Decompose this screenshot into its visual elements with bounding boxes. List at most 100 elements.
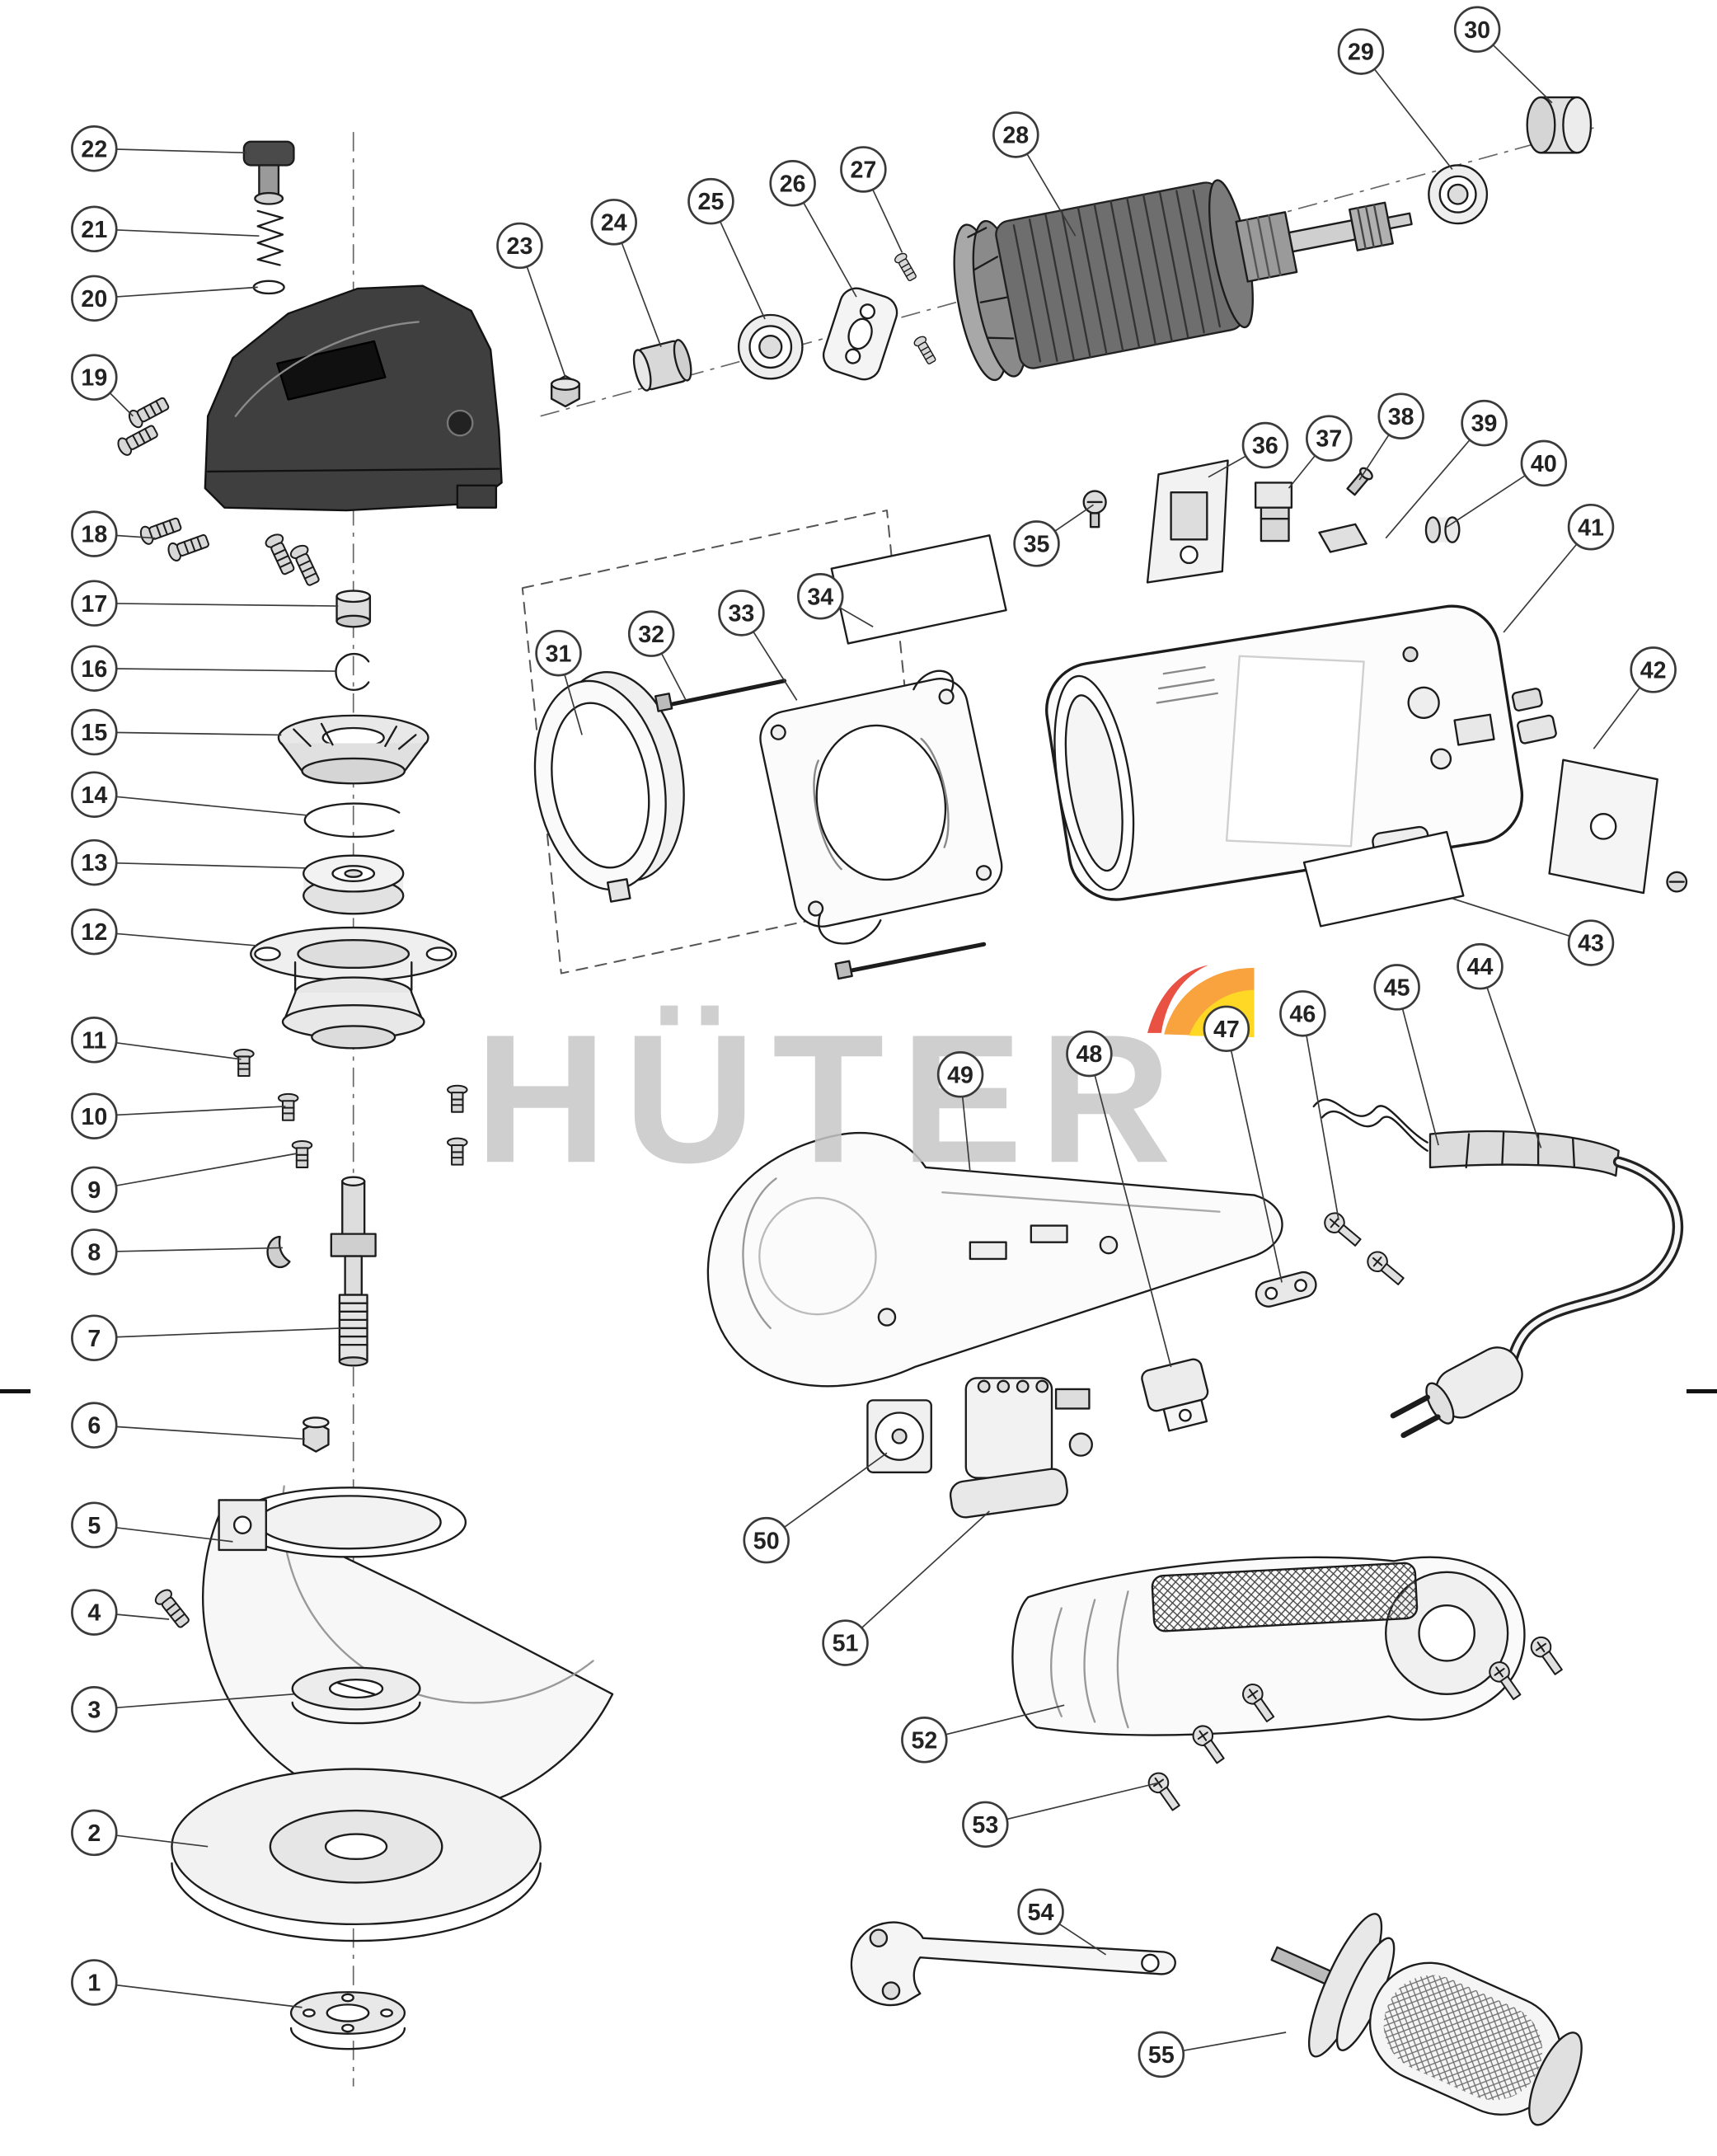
watermark: HÜTER bbox=[475, 965, 1255, 1201]
label-sticker-part bbox=[830, 534, 1007, 645]
cord-clamp-part bbox=[1255, 1271, 1317, 1308]
clamp-screw bbox=[1363, 1247, 1409, 1290]
callout-52: 52 bbox=[901, 1717, 948, 1764]
guard-bolt-part bbox=[303, 1416, 330, 1453]
callout-circle bbox=[1630, 646, 1677, 693]
callout-circle bbox=[1520, 439, 1568, 487]
handle-screw bbox=[1526, 1632, 1568, 1679]
callout-circle bbox=[535, 629, 582, 677]
callout-number: 46 bbox=[1289, 1001, 1316, 1027]
callout-number: 19 bbox=[81, 365, 107, 392]
holder-screw-part bbox=[1346, 467, 1373, 496]
callout-17: 17 bbox=[71, 580, 118, 627]
leader-line-16 bbox=[94, 667, 335, 672]
callout-13: 13 bbox=[71, 838, 118, 886]
callout-15: 15 bbox=[71, 708, 118, 756]
leader-line-50 bbox=[766, 1452, 888, 1541]
callout-number: 42 bbox=[1640, 657, 1667, 683]
stator-part bbox=[759, 669, 1003, 945]
callout-circle bbox=[71, 1228, 118, 1275]
callout-2: 2 bbox=[71, 1809, 118, 1857]
callout-circle bbox=[1461, 399, 1508, 447]
spanner-wrench-part bbox=[850, 1921, 1176, 2007]
callout-circle bbox=[1241, 421, 1289, 469]
callout-35: 35 bbox=[1013, 520, 1060, 567]
power-plug-part bbox=[1390, 1346, 1523, 1439]
leader-line-14 bbox=[94, 793, 308, 816]
callout-31: 31 bbox=[535, 629, 582, 677]
callout-24: 24 bbox=[590, 199, 638, 246]
callout-26: 26 bbox=[769, 160, 816, 207]
callout-number: 37 bbox=[1316, 426, 1342, 453]
callout-number: 15 bbox=[81, 720, 107, 746]
callout-circle bbox=[71, 838, 118, 886]
wheel-guard-part bbox=[201, 1485, 614, 1815]
callout-number: 14 bbox=[81, 782, 107, 809]
callout-11: 11 bbox=[71, 1017, 118, 1064]
callout-circle bbox=[962, 1801, 1009, 1848]
callout-circles: 1234567891011121314151617181920212223242… bbox=[71, 6, 1677, 2078]
callout-circle bbox=[496, 222, 543, 270]
callout-circle bbox=[769, 160, 816, 207]
callout-circle bbox=[992, 111, 1039, 158]
leader-line-22 bbox=[94, 148, 247, 154]
callout-circle bbox=[1203, 1005, 1250, 1053]
capacitor-part bbox=[1141, 1358, 1209, 1432]
callout-circle bbox=[1453, 6, 1501, 53]
callout-circle bbox=[71, 125, 118, 172]
rear-bearing-part bbox=[1428, 164, 1489, 225]
air-baffle-part bbox=[533, 671, 685, 903]
callout-number: 17 bbox=[81, 591, 107, 618]
guard-disc-group bbox=[152, 1416, 614, 2050]
callout-circle bbox=[1457, 942, 1504, 990]
callout-20: 20 bbox=[71, 275, 118, 322]
callout-number: 4 bbox=[87, 1600, 101, 1627]
spindle-stack-group bbox=[232, 589, 468, 1367]
callout-circle bbox=[1306, 415, 1353, 462]
leader-line-3 bbox=[94, 1693, 294, 1711]
callout-33: 33 bbox=[718, 589, 765, 636]
callout-number: 52 bbox=[911, 1727, 937, 1754]
callout-number: 10 bbox=[81, 1104, 107, 1130]
callout-55: 55 bbox=[1138, 2031, 1185, 2078]
callout-34: 34 bbox=[797, 573, 844, 620]
washer-part bbox=[252, 279, 285, 295]
callout-circle bbox=[71, 510, 118, 557]
handle-cord-group bbox=[706, 1098, 1684, 2126]
callout-number: 8 bbox=[87, 1240, 101, 1266]
leader-line-52 bbox=[924, 1704, 1065, 1741]
callout-38: 38 bbox=[1377, 392, 1424, 439]
brand-watermark-text: HÜTER bbox=[475, 997, 1188, 1201]
callout-39: 39 bbox=[1461, 399, 1508, 447]
callout-number: 49 bbox=[947, 1062, 973, 1088]
callout-circle bbox=[71, 645, 118, 692]
callout-circle bbox=[1373, 964, 1420, 1011]
callout-number: 21 bbox=[81, 217, 107, 243]
upper-handle-shell-part bbox=[706, 1131, 1283, 1388]
callout-number: 55 bbox=[1148, 2042, 1175, 2069]
callout-circle bbox=[71, 205, 118, 253]
callout-9: 9 bbox=[71, 1166, 118, 1214]
collet-part bbox=[632, 339, 692, 392]
callout-circle bbox=[743, 1516, 790, 1564]
leader-line-9 bbox=[94, 1153, 297, 1191]
flange-screws bbox=[232, 1048, 468, 1169]
brush-holder-part bbox=[1254, 481, 1293, 543]
leader-line-6 bbox=[94, 1424, 305, 1440]
callout-40: 40 bbox=[1520, 439, 1568, 487]
callout-circle bbox=[1567, 503, 1615, 551]
leader-line-10 bbox=[94, 1106, 286, 1117]
leader-line-53 bbox=[985, 1782, 1159, 1825]
callout-number: 40 bbox=[1531, 451, 1557, 477]
spindle-nut-part bbox=[550, 374, 580, 408]
callout-number: 6 bbox=[87, 1413, 101, 1440]
callout-circle bbox=[822, 1619, 869, 1666]
callout-circle bbox=[936, 1051, 984, 1098]
callout-circle bbox=[71, 1959, 118, 2006]
callout-48: 48 bbox=[1066, 1030, 1113, 1078]
leader-line-13 bbox=[94, 862, 305, 869]
callout-27: 27 bbox=[840, 146, 887, 193]
callout-5: 5 bbox=[71, 1501, 118, 1548]
clamp-screw bbox=[1320, 1208, 1366, 1252]
